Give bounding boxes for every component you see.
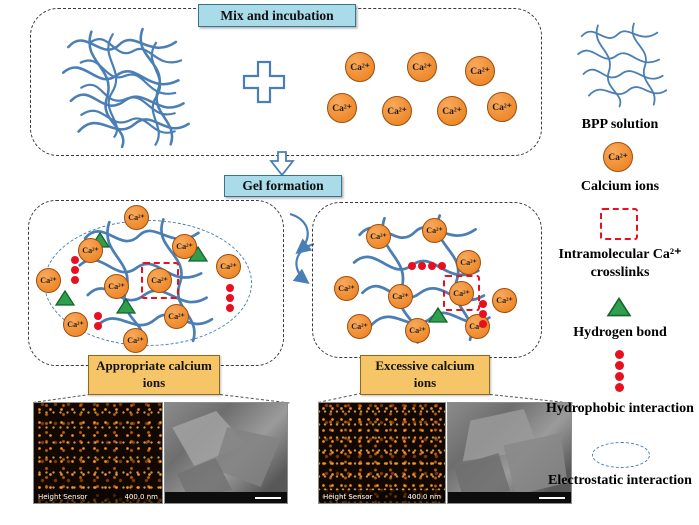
calcium-ion: Ca²⁺ xyxy=(492,288,517,313)
calcium-ion: Ca²⁺ xyxy=(164,304,189,329)
calcium-ion: Ca²⁺ xyxy=(388,284,413,309)
afm-image-appropriate: Height Sensor 400.0 nm xyxy=(33,402,163,504)
afm-scale-label: 400.0 nm xyxy=(407,492,441,501)
sem-scalebar xyxy=(255,496,281,499)
legend-label-bpp: BPP solution xyxy=(581,117,659,132)
calcium-ion: Ca²⁺ xyxy=(345,52,375,82)
calcium-ion: Ca²⁺ xyxy=(366,224,391,249)
afm-sensor-label: Height Sensor xyxy=(38,492,88,501)
calcium-ion: Ca²⁺ xyxy=(347,314,372,339)
afm-sensor-label: Height Sensor xyxy=(323,492,373,501)
calcium-ion: Ca²⁺ xyxy=(422,218,447,243)
intramolecular-crosslink-box xyxy=(443,275,480,311)
intramolecular-crosslink-icon xyxy=(600,208,638,240)
calcium-ion: Ca²⁺ xyxy=(36,268,61,293)
hydrophobic-dots xyxy=(226,284,234,312)
hydrophobic-dots xyxy=(479,300,487,328)
calcium-ion: Ca²⁺ xyxy=(104,274,129,299)
calcium-ion: Ca²⁺ xyxy=(487,92,517,122)
calcium-ion: Ca²⁺ xyxy=(465,56,495,86)
sem-info-bar xyxy=(448,492,571,503)
legend-label-hydrogen: Hydrogen bond xyxy=(573,325,667,340)
calcium-ion: Ca²⁺ xyxy=(78,238,103,263)
sem-image-appropriate xyxy=(164,402,288,504)
hydrogen-bond-icon xyxy=(428,306,448,323)
mix-incubation-title: Mix and incubation xyxy=(198,4,356,27)
calcium-ion: Ca²⁺ xyxy=(63,312,88,337)
caption-excessive: Excessive calcium ions xyxy=(360,355,490,395)
calcium-ion: Ca²⁺ xyxy=(449,281,474,306)
plus-icon xyxy=(242,60,286,104)
sem-image-excessive xyxy=(447,402,572,504)
hydrophobic-interaction-icon xyxy=(615,350,624,392)
calcium-ion: Ca²⁺ xyxy=(382,96,412,126)
calcium-ion: Ca²⁺ xyxy=(456,250,481,275)
afm-info-bar: Height Sensor 400.0 nm xyxy=(34,490,162,503)
legend-label-electrostatic: Electrostatic interaction xyxy=(548,473,692,488)
gel-formation-title: Gel formation xyxy=(224,175,342,197)
calcium-ion: Ca²⁺ xyxy=(216,254,241,279)
calcium-ion: Ca²⁺ xyxy=(124,205,149,230)
calcium-ion: Ca²⁺ xyxy=(465,314,490,339)
afm-info-bar: Height Sensor 400.0 nm xyxy=(319,490,445,503)
hydrogen-bond-icon xyxy=(606,296,632,317)
sem-scalebar xyxy=(539,496,565,499)
legend-label-crosslinks: Intramolecular Ca²⁺ crosslinks xyxy=(558,247,682,280)
calcium-ion: Ca²⁺ xyxy=(327,93,357,123)
calcium-ion: Ca²⁺ xyxy=(407,52,437,82)
electrostatic-interaction-icon xyxy=(592,442,650,468)
caption-appropriate: Appropriate calcium ions xyxy=(88,355,220,395)
sem-info-bar xyxy=(165,492,287,503)
hydrophobic-dots xyxy=(94,312,102,330)
legend-label-hydrophobic: Hydrophobic interaction xyxy=(546,401,694,416)
calcium-ion: Ca²⁺ xyxy=(123,328,148,353)
sem-flake xyxy=(503,433,568,495)
afm-scale-label: 400.0 nm xyxy=(124,492,158,501)
calcium-ion: Ca²⁺ xyxy=(334,276,359,301)
intramolecular-crosslink-box xyxy=(141,262,179,299)
calcium-ion: Ca²⁺ xyxy=(172,234,197,259)
bpp-squiggle-icon xyxy=(577,22,668,108)
calcium-ion: Ca²⁺ xyxy=(437,96,467,126)
calcium-ion: Ca²⁺ xyxy=(405,318,430,343)
calcium-ion-icon: Ca²⁺ xyxy=(603,142,633,172)
afm-image-excessive: Height Sensor 400.0 nm xyxy=(318,402,446,504)
hydrophobic-dots xyxy=(71,256,79,284)
hydrophobic-dots xyxy=(408,262,446,270)
exchange-arrows-icon xyxy=(289,212,315,284)
calcium-ion: Ca²⁺ xyxy=(147,268,172,293)
down-arrow-icon xyxy=(269,151,295,177)
legend-label-calcium: Calcium ions xyxy=(580,179,660,194)
